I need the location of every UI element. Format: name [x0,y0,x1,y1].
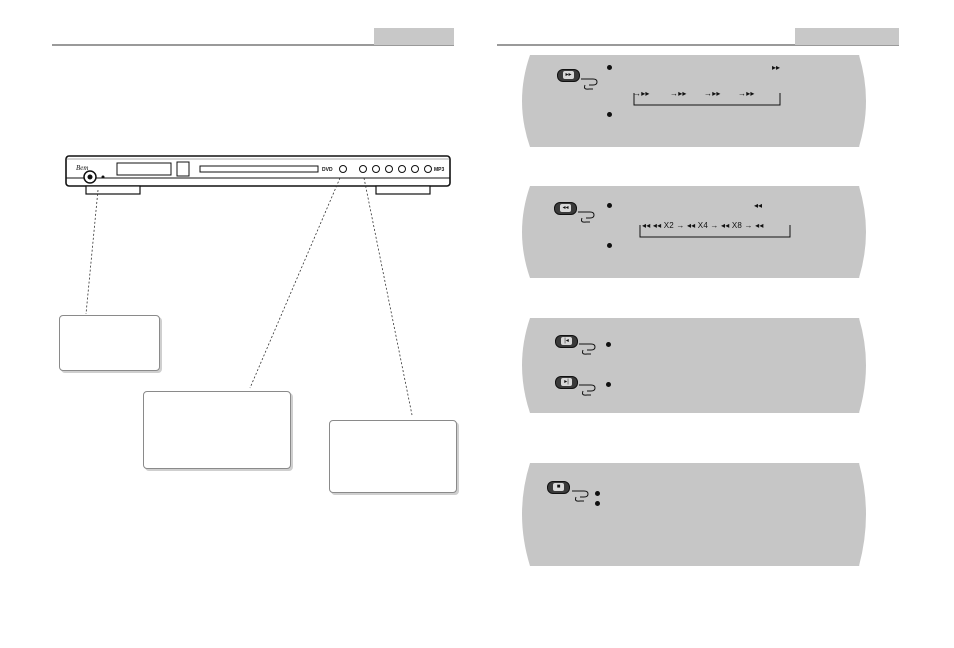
speed-step-4: →▸▸ [738,89,755,98]
front-button-4 [398,165,406,173]
pointing-hand-icon [572,490,589,502]
stop-icon: ■ [553,483,564,491]
right-header-rule [497,44,899,46]
ir-sensor [176,161,190,177]
pointing-hand-icon [578,211,595,223]
fast-reverse-panel: ◂◂ ◂◂ ◂◂ ◂◂ X2 → ◂◂ X4 → ◂◂ X8 → ◂◂ [512,186,872,278]
front-button-1 [359,165,367,173]
left-header-rule [52,44,454,46]
stop-panel: ■ [512,463,872,566]
fast-forward-panel: ▸▸ ▸▸ →▸▸ →▸▸ →▸▸ →▸▸ [512,55,872,147]
mp3-badge: MP3 [434,167,445,173]
dvd-logo: DVD [322,167,333,173]
speed-step-2: →▸▸ [670,89,687,98]
player-foot-left [85,185,141,195]
skip-panel: |◂ ▸| [512,318,872,413]
skip-previous-icon: |◂ [561,337,572,345]
bullet-1 [606,342,611,347]
button-panel-callout [329,420,457,493]
speed-sequence-bracket [633,93,781,106]
panel-shape [522,55,868,147]
stop-button[interactable]: ■ [547,481,570,494]
skip-next-icon: ▸| [561,378,572,386]
right-header-tab [795,28,899,45]
fast-reverse-glyph: ◂◂ [754,201,763,210]
front-button-2 [372,165,380,173]
speed-step-3: →▸▸ [704,89,721,98]
speed-step-1: →▸▸ [633,89,650,98]
bullet-1 [595,491,600,496]
fast-reverse-button[interactable]: ◂◂ [554,202,577,215]
leader-line-power [85,189,99,315]
dvd-player-illustration: Bem DVD MP3 [65,155,451,416]
disc-tray [199,165,319,173]
fast-forward-icon: ▸▸ [563,71,574,79]
left-header-tab [374,28,454,45]
pointing-hand-icon [579,343,596,355]
bullet-1 [607,65,612,70]
skip-previous-button[interactable]: |◂ [555,335,578,348]
bullet-2 [607,112,612,117]
player-foot-right [375,185,431,195]
leader-line-tray [249,177,341,389]
bullet-2 [607,243,612,248]
pointing-hand-icon [581,78,598,90]
panel-shape [522,463,868,566]
power-callout [59,315,160,371]
reverse-sequence-bracket [639,225,791,238]
panel-shape [522,186,868,278]
open-close-button [339,165,347,173]
pointing-hand-icon [579,384,596,396]
skip-next-button[interactable]: ▸| [555,376,578,389]
bullet-1 [607,203,612,208]
reverse-speed-sequence: ◂◂ ◂◂ X2 → ◂◂ X4 → ◂◂ X8 → ◂◂ [642,221,764,230]
front-button-5 [411,165,419,173]
fast-forward-button[interactable]: ▸▸ [557,69,580,82]
disc-tray-callout [143,391,291,469]
front-display [116,162,172,176]
brand-logo: Bem [76,164,88,172]
front-button-3 [385,165,393,173]
panel-shape [522,318,868,413]
bullet-2 [606,382,611,387]
front-button-6 [424,165,432,173]
fast-reverse-icon: ◂◂ [560,204,571,212]
fast-forward-glyph: ▸▸ [772,63,781,72]
leader-line-buttons [363,177,413,416]
bullet-2 [595,501,600,506]
